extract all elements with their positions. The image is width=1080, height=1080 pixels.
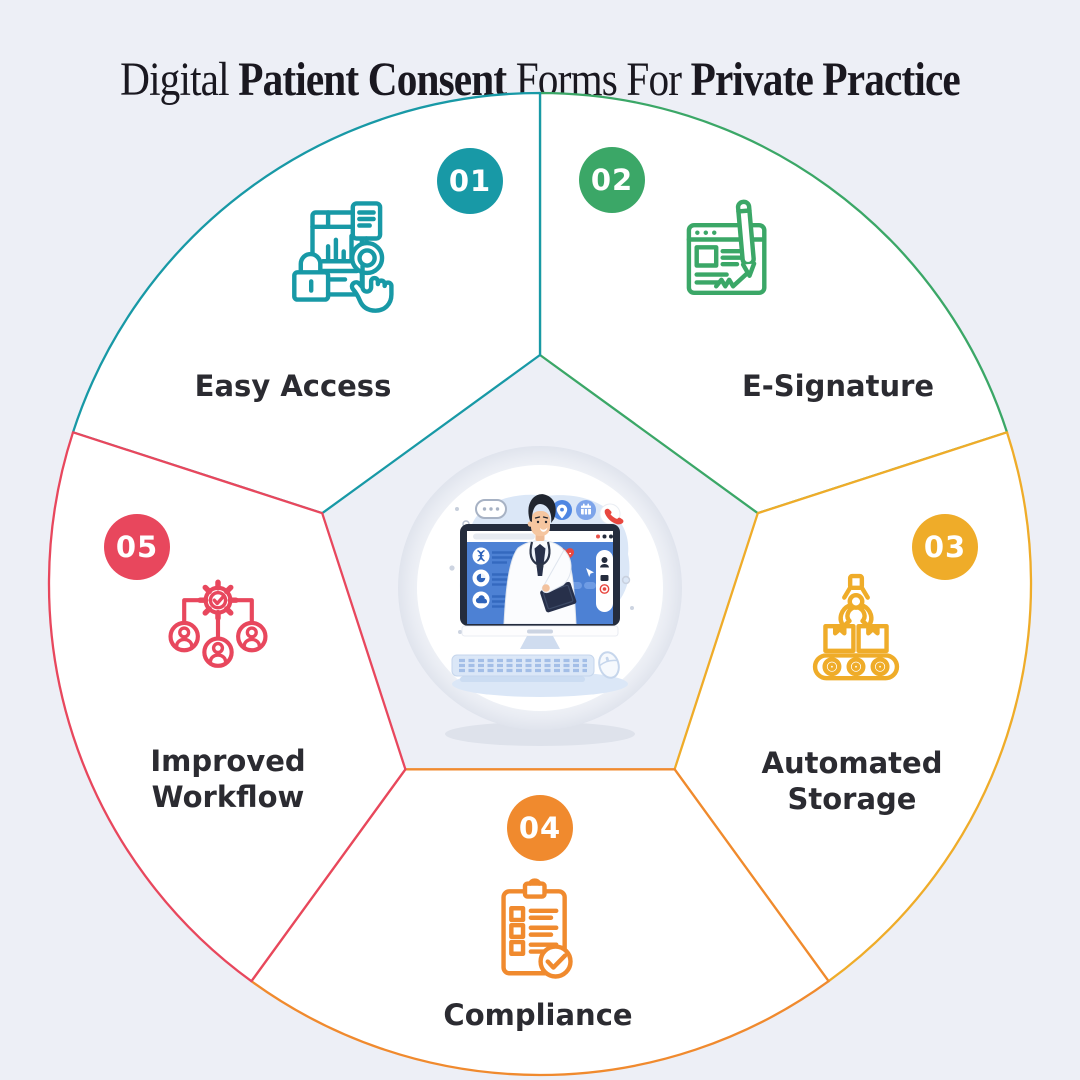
- location-pin-icon: [552, 500, 572, 520]
- screen-sidebar: [472, 547, 516, 609]
- cursor-icon: [586, 568, 594, 577]
- compliance-checklist-icon: [501, 878, 573, 979]
- secure-document-access-icon: [292, 201, 394, 313]
- doctor-figure: [503, 494, 577, 624]
- doctor-telehealth-illustration: [398, 446, 682, 746]
- keyboard: [451, 654, 595, 682]
- monitor: [460, 494, 620, 649]
- step-badge-02: 02: [579, 147, 645, 213]
- segment-label-e-signature: E-Signature: [741, 369, 935, 403]
- segment-easy-access: [71, 91, 542, 515]
- step-badge-04: 04: [507, 795, 573, 861]
- automated-conveyor-storage-icon: [812, 573, 900, 681]
- title-part-regular: Digital: [120, 53, 239, 107]
- step-badge-01: 01: [437, 148, 503, 214]
- segment-label-improved-workflow: Improved Workflow: [150, 744, 306, 814]
- step-badge-05: 05: [104, 514, 170, 580]
- phone-call-icon: [599, 503, 624, 525]
- page-title: Digital Patient Consent Forms For Privat…: [76, 52, 1005, 107]
- step-badge-03: 03: [912, 514, 978, 580]
- title-part-bold: Private Practice: [690, 53, 961, 107]
- chat-bubble-icon: [475, 499, 507, 519]
- call-controls: [596, 550, 613, 612]
- segment-e-signature: [538, 91, 1009, 515]
- segment-label-easy-access: Easy Access: [194, 369, 392, 403]
- e-signature-pen-icon: [686, 199, 767, 296]
- title-part-bold: Patient Consent: [238, 53, 507, 107]
- mouse: [598, 651, 620, 679]
- workflow-gear-team-icon: [168, 579, 268, 668]
- segment-label-compliance: Compliance: [443, 998, 633, 1032]
- calendar-icon: [576, 500, 596, 520]
- segment-label-automated-storage: Automated Storage: [761, 746, 943, 816]
